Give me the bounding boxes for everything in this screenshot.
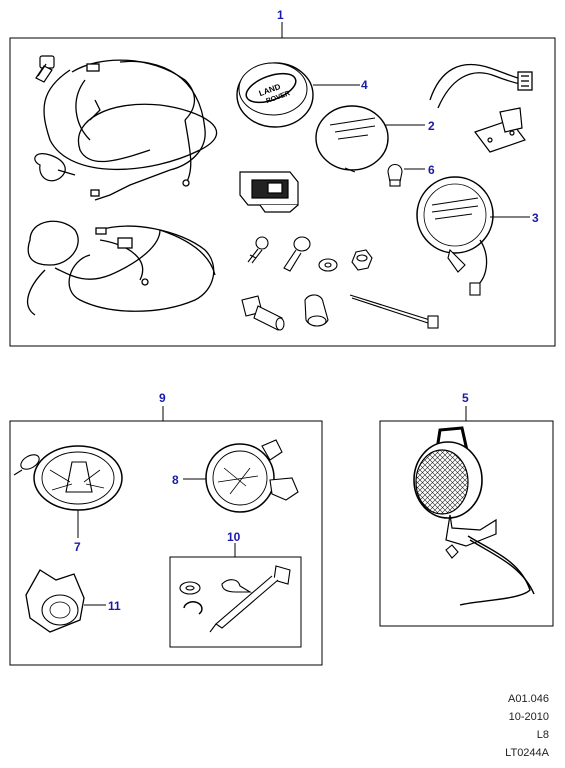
land-rover-badge-icon: LAND ROVER	[236, 62, 314, 128]
bolt-icon-2	[283, 236, 311, 272]
callout-5: 5	[462, 391, 469, 405]
callout-6: 6	[428, 163, 435, 177]
work-lamp-small-icon	[25, 569, 85, 633]
callout-8: 8	[172, 473, 179, 487]
panel-kit-9	[9, 420, 323, 666]
fog-lamp-icon	[205, 439, 299, 513]
long-bolt-icon	[209, 565, 291, 633]
bolt-icon	[35, 55, 55, 83]
mounting-bracket-icon	[474, 107, 526, 153]
callout-4: 4	[361, 78, 368, 92]
circlip-icon	[183, 601, 203, 615]
wiring-harness	[43, 59, 217, 201]
washer-icon	[318, 258, 338, 272]
cable-tie-icon	[34, 153, 76, 182]
bulb-icon	[387, 163, 403, 187]
reference-line-2: 10-2010	[509, 711, 549, 723]
callout-3: 3	[532, 211, 539, 225]
connector-lead-icon	[429, 63, 533, 109]
callout-11: 11	[108, 599, 121, 613]
fuse-holder-icon	[241, 295, 285, 331]
work-lamp-icon	[413, 426, 535, 606]
callout-9: 9	[159, 391, 166, 405]
spot-lamp-icon	[13, 445, 123, 511]
callout-10: 10	[227, 530, 241, 544]
nut-icon	[351, 249, 373, 271]
screw-icon	[247, 236, 269, 264]
reference-line-1: A01.046	[508, 693, 549, 705]
cable-tie-icon-2	[349, 294, 439, 329]
callout-2: 2	[428, 119, 435, 133]
washer-icon-2	[179, 581, 201, 595]
reference-line-4: LT0244A	[505, 747, 549, 759]
clip-icon	[221, 579, 252, 593]
callout-7: 7	[74, 540, 81, 554]
switch-icon	[239, 171, 299, 213]
callout-1: 1	[277, 8, 284, 22]
wiring-harness-2	[26, 220, 216, 316]
grommet-icon	[304, 294, 329, 327]
auxiliary-lamp-icon	[416, 176, 494, 296]
lamp-cover-icon	[315, 105, 389, 173]
reference-line-3: L8	[537, 729, 549, 741]
